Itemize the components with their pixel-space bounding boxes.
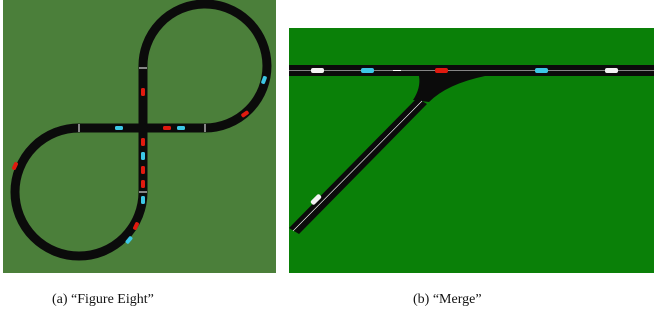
- lower-left-loop: [10, 123, 148, 261]
- car-cyan: [177, 126, 185, 130]
- car-red: [163, 126, 171, 130]
- car-red: [241, 110, 249, 118]
- car-red: [141, 138, 145, 146]
- grass-background: [289, 28, 654, 273]
- car-red: [141, 166, 145, 174]
- figure-eight-image: [3, 0, 276, 273]
- car-white: [311, 68, 324, 73]
- caption-merge: (b) “Merge”: [413, 292, 482, 307]
- car-cyan: [141, 152, 145, 160]
- car-red: [435, 68, 448, 73]
- car-red: [132, 222, 140, 230]
- caption-figure-eight: (a) “Figure Eight”: [52, 292, 154, 307]
- car-cyan: [141, 196, 145, 204]
- car-cyan: [535, 68, 548, 73]
- car-white: [310, 194, 322, 205]
- car-cyan: [261, 75, 267, 85]
- car-red: [11, 162, 19, 170]
- car-red: [141, 180, 145, 188]
- car-cyan: [361, 68, 374, 73]
- merge-image: [289, 28, 654, 273]
- car-white: [605, 68, 618, 73]
- merge-junction: [413, 76, 485, 102]
- car-cyan: [125, 236, 133, 244]
- vehicles-figure-eight: [11, 75, 267, 244]
- car-red: [141, 88, 145, 96]
- vehicles-merge: [310, 68, 618, 205]
- on-ramp: [289, 98, 427, 234]
- car-cyan: [115, 126, 123, 130]
